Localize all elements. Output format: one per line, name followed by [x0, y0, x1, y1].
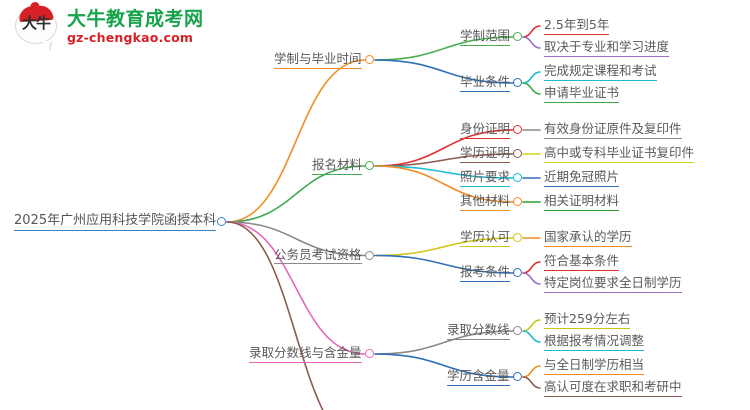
- child-dot-0-1[interactable]: [513, 78, 522, 87]
- child-dot-3-1[interactable]: [513, 372, 522, 381]
- child-node-0-1[interactable]: 毕业条件: [460, 74, 511, 92]
- root-node-label[interactable]: 2025年广州应用科技学院函授本科: [14, 213, 217, 231]
- child-node-1-1[interactable]: 学历证明: [460, 145, 511, 163]
- logo-title: 大牛教育成考网: [67, 8, 204, 30]
- logo-icon: 大牛: [14, 4, 60, 48]
- logo-mark-text: 大牛: [21, 14, 51, 32]
- leaf-node-1-1-0[interactable]: 高中或专科毕业证书复印件: [544, 145, 695, 163]
- child-node-1-0[interactable]: 身份证明: [460, 121, 511, 139]
- leaf-node-1-0-0[interactable]: 有效身份证原件及复印件: [544, 121, 682, 139]
- leaf-node-1-3-0[interactable]: 相关证明材料: [544, 193, 620, 211]
- child-dot-1-2[interactable]: [513, 173, 522, 182]
- leaf-node-3-0-1[interactable]: 根据报考情况调整: [544, 333, 645, 351]
- leaf-node-2-1-1[interactable]: 特定岗位要求全日制学历: [544, 275, 682, 293]
- child-node-2-0[interactable]: 学历认可: [460, 229, 511, 247]
- child-node-1-3[interactable]: 其他材料: [460, 193, 511, 211]
- branch-dot-0[interactable]: [365, 55, 374, 64]
- leaf-node-0-1-1[interactable]: 申请毕业证书: [544, 85, 620, 103]
- leaf-node-3-1-1[interactable]: 高认可度在求职和考研中: [544, 379, 682, 397]
- leaf-node-0-1-0[interactable]: 完成规定课程和考试: [544, 63, 657, 81]
- child-dot-0-0[interactable]: [513, 32, 522, 41]
- leaf-node-0-0-1[interactable]: 取决于专业和学习进度: [544, 39, 670, 57]
- logo-subtitle: gz-chengkao.com: [67, 30, 194, 45]
- leaf-node-2-1-0[interactable]: 符合基本条件: [544, 253, 620, 271]
- child-node-2-1[interactable]: 报考条件: [460, 264, 511, 282]
- branch-dot-2[interactable]: [365, 250, 374, 260]
- root-node-dot[interactable]: [217, 217, 226, 226]
- child-dot-2-1[interactable]: [513, 268, 522, 277]
- child-dot-1-3[interactable]: [513, 197, 522, 206]
- child-dot-3-0[interactable]: [513, 326, 522, 335]
- child-node-3-0[interactable]: 录取分数线: [447, 322, 510, 340]
- branch-node-1[interactable]: 报名材料: [312, 157, 363, 175]
- branch-dot-1[interactable]: [365, 161, 374, 170]
- leaf-node-3-0-0[interactable]: 预计259分左右: [544, 311, 631, 329]
- child-dot-2-0[interactable]: [513, 233, 522, 242]
- child-dot-1-1[interactable]: [513, 149, 522, 158]
- site-logo: 大牛 大牛教育成考网 gz-chengkao.com: [14, 4, 204, 48]
- branch-node-0[interactable]: 学制与毕业时间: [274, 51, 362, 69]
- logo-text-block: 大牛教育成考网 gz-chengkao.com: [67, 8, 204, 46]
- branch-dot-3[interactable]: [365, 349, 374, 358]
- leaf-node-1-2-0[interactable]: 近期免冠照片: [544, 169, 620, 187]
- leaf-node-3-1-0[interactable]: 与全日制学历相当: [544, 357, 645, 375]
- child-node-1-2[interactable]: 照片要求: [460, 169, 511, 187]
- branch-node-3[interactable]: 录取分数线与含金量: [249, 345, 362, 363]
- leaf-node-0-0-0[interactable]: 2.5年到5年: [544, 17, 610, 35]
- leaf-node-2-0-0[interactable]: 国家承认的学历: [544, 229, 632, 247]
- child-node-0-0[interactable]: 学制范围: [460, 28, 511, 46]
- child-node-3-1[interactable]: 学历含金量: [447, 368, 510, 386]
- branch-node-2[interactable]: 公务员考试资格: [274, 247, 362, 264]
- child-dot-1-0[interactable]: [513, 125, 522, 134]
